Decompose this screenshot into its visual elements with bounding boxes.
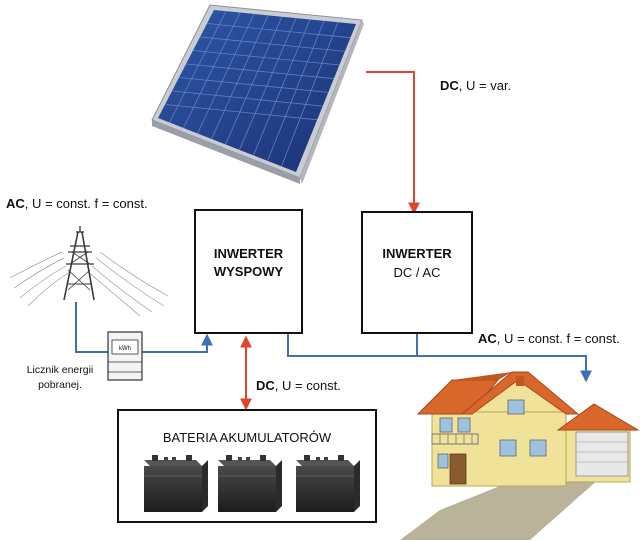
house-icon xyxy=(400,371,640,540)
island-inverter-line1: INWERTER xyxy=(214,246,284,261)
island-inverter-line2: WYSPOWY xyxy=(214,264,284,279)
meter-label-line2: pobranej. xyxy=(38,379,82,391)
dc-solar-label: DC, U = var. xyxy=(440,78,511,93)
battery-icon xyxy=(218,455,282,512)
dcac-inverter-line2: DC / AC xyxy=(394,265,441,280)
ac-output-label: AC, U = const. f = const. xyxy=(478,331,620,346)
meter-label-line1: Licznik energii xyxy=(27,364,94,376)
island-inverter-box: INWERTER WYSPOWY xyxy=(194,209,303,334)
dcac-inverter-box: INWERTER DC / AC xyxy=(361,211,473,334)
ac-grid-label: AC, U = const. f = const. xyxy=(6,196,148,211)
battery-bank-title: BATERIA AKUMULATORÓW xyxy=(163,430,332,445)
dcac-inverter-line1: INWERTER xyxy=(382,246,452,261)
ac-meter-to-inverter-line xyxy=(142,333,213,353)
battery-icon xyxy=(144,455,208,512)
dc-battery-label: DC, U = const. xyxy=(256,378,341,393)
meter-display: kWh xyxy=(119,346,131,352)
power-pylon-icon xyxy=(9,226,169,317)
solar-panel-icon xyxy=(151,4,364,184)
battery-icon xyxy=(296,455,360,512)
dc-solar-line xyxy=(366,71,420,215)
ac-grid-line xyxy=(75,302,108,353)
energy-meter-icon: kWh xyxy=(107,331,143,381)
ac-output-line xyxy=(287,332,592,383)
